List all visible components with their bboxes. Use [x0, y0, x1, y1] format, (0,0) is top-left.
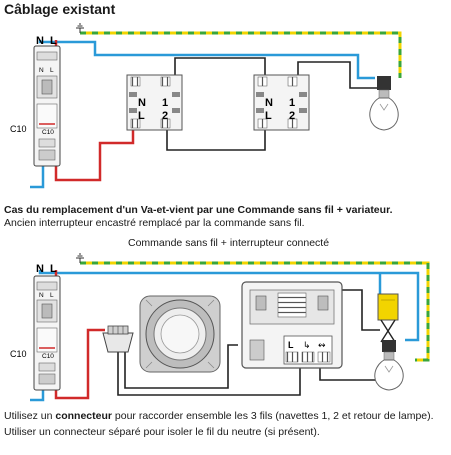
two-way-switch-1 — [126, 74, 183, 131]
earth-wire-2 — [80, 261, 430, 362]
earth-wire — [80, 31, 402, 78]
neutral-wire — [38, 40, 375, 80]
neutral-wire-2c — [30, 390, 45, 402]
case-subtitle: Ancien interrupteur encastré remplacé pa… — [4, 217, 305, 229]
switch-1-2-label: 2 — [162, 110, 168, 122]
switch-2-1-label: 1 — [289, 97, 295, 109]
note-line-1-after: pour raccorder ensemble les 3 fils (nave… — [111, 410, 434, 422]
breaker-1-n-label: N — [36, 35, 44, 47]
diagram-existing-wiring: N L N L C10 C10 N 1 L 2 — [10, 23, 402, 189]
neutral-connector — [377, 293, 399, 321]
neutral-wire-2 — [38, 270, 420, 342]
light-bulb-icon-2 — [374, 340, 404, 391]
breaker-1-l-label: L — [50, 35, 57, 47]
light-bulb-icon — [369, 76, 399, 131]
diagram-wireless-wiring: N L N L C10 C10 — [10, 253, 430, 402]
breaker-2-l-label: L — [50, 263, 57, 275]
page-title: Câblage existant — [4, 1, 116, 17]
breaker-1-rating: C10 — [10, 124, 27, 134]
module-terminal-l: L — [288, 340, 294, 350]
case-title: Cas du remplacement d'un Va-et-vient par… — [4, 204, 393, 216]
switch-1-n-label: N — [138, 97, 146, 109]
traveller-wires — [166, 57, 378, 151]
breaker-2-n-small: N — [39, 292, 44, 299]
note-line-1-bold: connecteur — [55, 410, 112, 422]
note-line-1-before: Utilisez un — [4, 410, 56, 422]
module-terminal-lamp: ↳ — [303, 340, 311, 350]
two-way-switch-2 — [253, 74, 310, 131]
note-line-2: Utiliser un connecteur séparé pour isole… — [4, 426, 320, 438]
phase-wire — [54, 128, 135, 182]
breaker-1 — [33, 45, 61, 167]
neutral-wire-lower — [30, 166, 45, 189]
connected-switch-module — [241, 281, 343, 369]
breaker-1-l-small: L — [50, 67, 54, 74]
breaker-2-n-label: N — [36, 263, 44, 275]
breaker-2-rating-inner: C10 — [42, 353, 54, 360]
note-line-1: Utilisez un connecteur pour raccorder en… — [4, 410, 434, 422]
switch-2-2-label: 2 — [289, 110, 295, 122]
wire-connector — [102, 325, 134, 353]
wireless-remote — [139, 295, 221, 373]
phase-wire-2 — [54, 328, 105, 400]
module-terminal-aux: ↭ — [318, 340, 326, 350]
switch-1-l-label: L — [138, 110, 145, 122]
breaker-2 — [33, 275, 61, 391]
diagram-caption: Commande sans fil + interrupteur connect… — [128, 237, 330, 249]
breaker-2-l-small: L — [50, 292, 54, 299]
earth-symbol — [76, 23, 84, 33]
switch-2-n-label: N — [265, 97, 273, 109]
switch-2-l-label: L — [265, 110, 272, 122]
lamp-2-feed — [380, 319, 396, 343]
earth-symbol-2 — [76, 253, 84, 263]
switch-1-1-label: 1 — [162, 97, 168, 109]
breaker-1-n-small: N — [39, 67, 44, 74]
breaker-1-rating-inner: C10 — [42, 129, 54, 136]
breaker-2-rating: C10 — [10, 349, 27, 359]
